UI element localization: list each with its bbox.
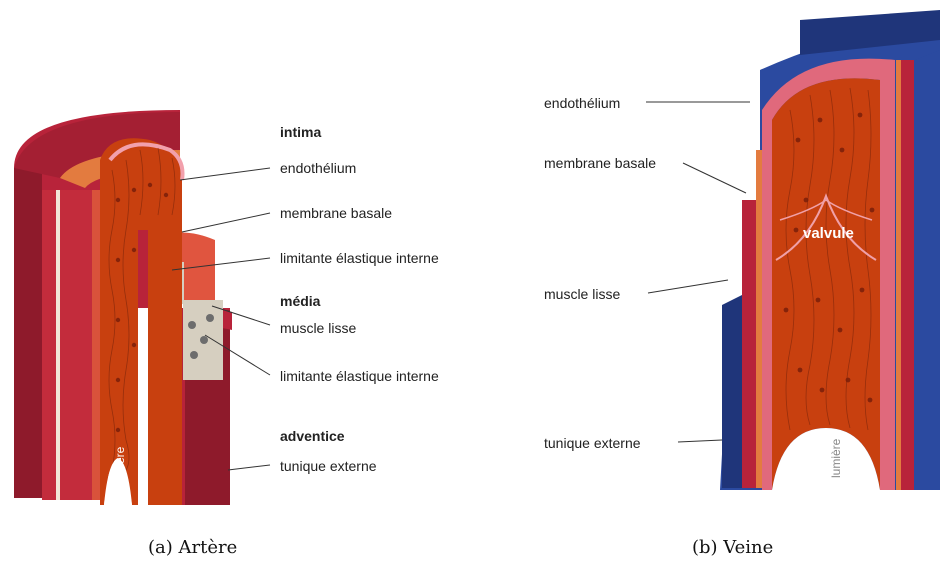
vein-outer-edge — [722, 295, 742, 488]
vein-caption: (b) Veine — [692, 537, 773, 558]
vein-illustration: valvule lumière — [646, 10, 940, 490]
vein-valve-label: valvule — [803, 225, 854, 242]
vein-muscle-left — [742, 200, 756, 488]
artery-label-basement: membrane basale — [280, 205, 392, 221]
vein-label-tunica-externa: tunique externe — [544, 435, 641, 451]
artery-adventice-face — [42, 190, 92, 500]
artery-group-adventice: adventice — [280, 428, 345, 444]
artery-label-external-elastic: limitante élastique interne — [280, 368, 439, 384]
artery-lumen-label: lumière — [113, 446, 127, 486]
vein-right-wall — [915, 50, 940, 490]
vein-basement-left — [756, 150, 762, 488]
artery-label-smooth-muscle: muscle lisse — [280, 320, 356, 336]
artery-label-endothelium: endothélium — [280, 160, 356, 176]
artery-illustration: lumière — [14, 110, 270, 505]
artery-outer-edge — [14, 168, 42, 498]
artery-group-media: média — [280, 293, 320, 309]
artery-label-tunica-externa: tunique externe — [280, 458, 377, 474]
vein-muscle-right — [900, 60, 914, 490]
artery-label-internal-elastic: limitante élastique interne — [280, 250, 439, 266]
artery-caption: (a) Artère — [148, 537, 237, 558]
vein-lumen-label: lumière — [829, 438, 843, 478]
artery-elastic-line-1 — [56, 190, 60, 500]
vein-label-endothelium: endothélium — [544, 95, 620, 111]
artery-group-intima: intima — [280, 124, 321, 140]
vein-label-basement: membrane basale — [544, 155, 656, 171]
vein-label-smooth-muscle: muscle lisse — [544, 286, 620, 302]
